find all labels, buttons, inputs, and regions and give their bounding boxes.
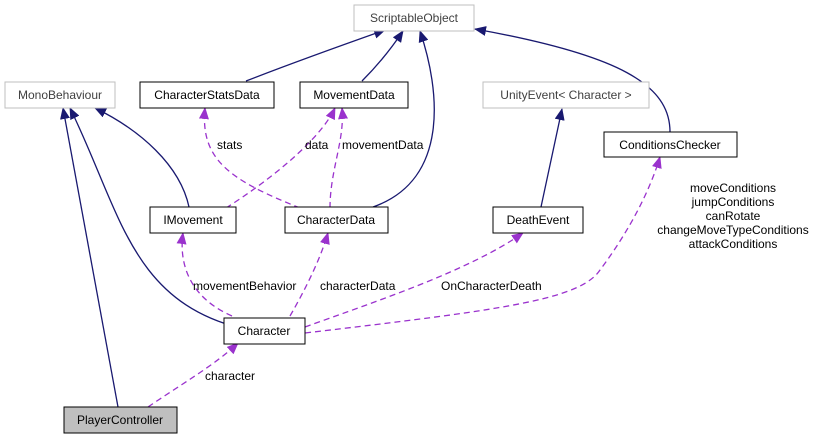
- node-deathevent[interactable]: DeathEvent: [492, 206, 584, 234]
- label-oncharacterdeath: OnCharacterDeath: [441, 279, 542, 293]
- node-playercontroller[interactable]: PlayerController: [63, 406, 178, 434]
- node-monobehaviour[interactable]: MonoBehaviour: [4, 81, 116, 109]
- node-label-characterstatsdata: CharacterStatsData: [154, 88, 260, 102]
- edge-labels: stats data movementData movementBehavior…: [193, 138, 809, 383]
- edge-characterstatsdata-to-scriptableobject: [245, 28, 386, 82]
- edge-deathevent-to-unityevent: [540, 108, 565, 208]
- node-imovement[interactable]: IMovement: [149, 206, 237, 234]
- node-label-characterdata: CharacterData: [297, 213, 375, 227]
- node-movementdata[interactable]: MovementData: [299, 81, 409, 109]
- label-movementdata: movementData: [342, 138, 424, 152]
- node-scriptableobject[interactable]: ScriptableObject: [353, 4, 475, 32]
- label-character: character: [205, 369, 255, 383]
- edge-stats: [198, 107, 301, 209]
- edge-conditions: [304, 156, 662, 334]
- label-conditions-4: attackConditions: [689, 237, 778, 251]
- node-label-monobehaviour: MonoBehaviour: [18, 88, 102, 102]
- edge-movementdata: [329, 107, 348, 209]
- node-unityevent[interactable]: UnityEvent< Character >: [482, 81, 650, 109]
- node-label-imovement: IMovement: [163, 213, 223, 227]
- edge-character: [147, 342, 239, 408]
- label-conditions-2: canRotate: [706, 209, 761, 223]
- edge-playercontroller-to-monobehaviour: [60, 107, 119, 408]
- edge-oncharacterdeath: [304, 232, 524, 328]
- edge-movementdata-to-scriptableobject: [361, 30, 404, 82]
- edge-conditionschecker-to-scriptableobject: [474, 26, 671, 133]
- label-conditions-3: changeMoveTypeConditions: [657, 223, 808, 237]
- edge-character-to-monobehaviour: [69, 107, 241, 329]
- node-label-scriptableobject: ScriptableObject: [370, 11, 459, 25]
- node-characterstatsdata[interactable]: CharacterStatsData: [139, 81, 275, 109]
- inheritance-edges: [60, 26, 671, 408]
- node-conditionschecker[interactable]: ConditionsChecker: [603, 131, 738, 158]
- node-label-character: Character: [238, 324, 291, 338]
- node-label-movementdata: MovementData: [313, 88, 395, 102]
- edge-characterdata: [289, 232, 330, 317]
- node-label-unityevent: UnityEvent< Character >: [500, 88, 631, 102]
- usage-edges: [147, 107, 662, 408]
- node-label-deathevent: DeathEvent: [507, 213, 570, 227]
- label-conditions-0: moveConditions: [690, 181, 776, 195]
- edge-characterdata-to-scriptableobject: [372, 30, 435, 208]
- label-conditions-1: jumpConditions: [691, 195, 775, 209]
- label-data: data: [305, 138, 329, 152]
- label-stats: stats: [217, 138, 242, 152]
- node-label-playercontroller: PlayerController: [77, 413, 163, 427]
- label-movementbehavior: movementBehavior: [193, 279, 296, 293]
- node-character[interactable]: Character: [223, 317, 306, 345]
- edge-movementbehavior: [176, 232, 233, 317]
- edge-imovement-to-monobehaviour: [94, 107, 190, 208]
- node-characterdata[interactable]: CharacterData: [284, 206, 389, 234]
- edge-data: [225, 107, 336, 209]
- label-characterdata: characterData: [320, 279, 396, 293]
- node-label-conditionschecker: ConditionsChecker: [619, 138, 720, 152]
